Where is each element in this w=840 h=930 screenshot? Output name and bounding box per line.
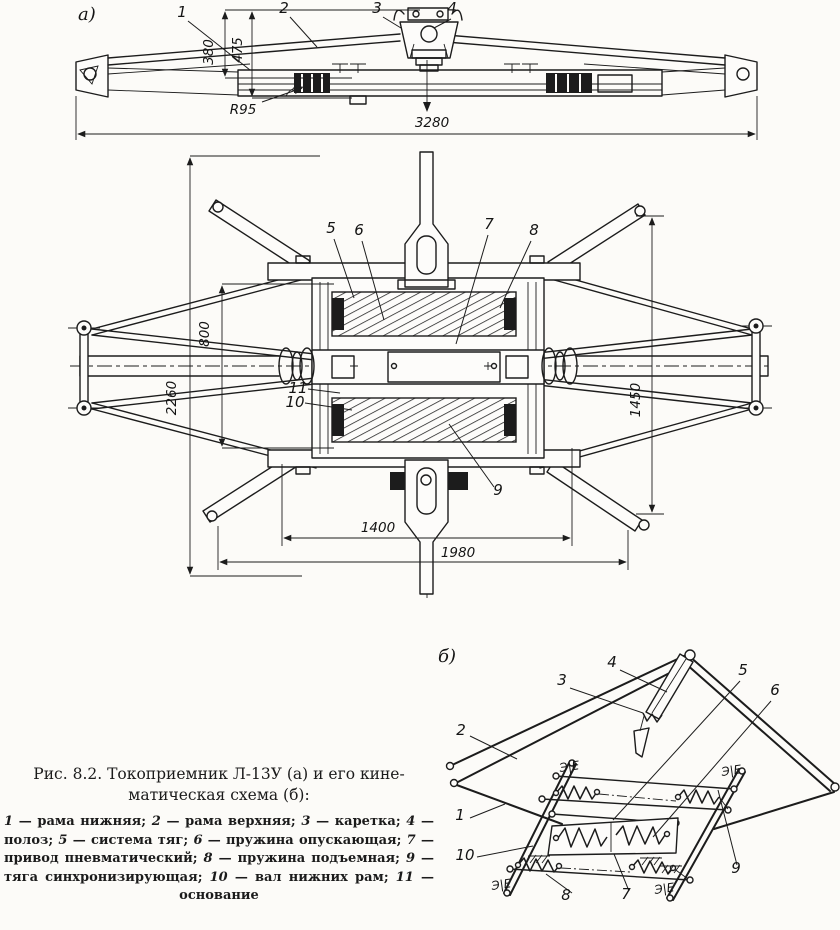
- callout-label-2: 2: [456, 721, 466, 739]
- callout-leader: [187, 20, 251, 71]
- callout-label-5: 5: [738, 661, 748, 679]
- callout-leader: [289, 16, 318, 48]
- figure-legend: 1 — рама нижняя; 2 — рама верхняя; 3 — к…: [4, 814, 435, 904]
- callout-leader: [619, 669, 668, 693]
- joint-mark: Э|Е: [489, 876, 512, 893]
- callout-label-6: 6: [354, 221, 364, 239]
- callout-label-2: 2: [279, 0, 289, 17]
- callout-label-3: 3: [557, 671, 567, 689]
- joint-mark: Э|Е: [557, 758, 580, 775]
- legend-item-num: 9: [405, 851, 415, 867]
- legend-item-num: 1: [4, 814, 14, 829]
- legend-item-num: 11: [395, 869, 414, 885]
- legend-item-num: 10: [209, 869, 228, 885]
- callout-label-8: 8: [529, 221, 539, 239]
- callout-label-8: 8: [561, 886, 571, 904]
- dimension-label: R95: [230, 102, 257, 118]
- callout-leader: [333, 238, 355, 299]
- callout-label-4: 4: [607, 653, 617, 671]
- callout-label-4: 4: [447, 0, 457, 17]
- dimension-label: 380: [201, 39, 217, 65]
- callout-leader: [304, 402, 353, 411]
- legend-item-num: 6: [193, 832, 203, 848]
- figure-title-line-2: матическая схема (б):: [128, 786, 310, 804]
- dimension-label: 800: [197, 321, 213, 347]
- dimension-label: 1980: [441, 545, 475, 561]
- legend-item-num: 5: [58, 832, 68, 848]
- callout-leader: [307, 388, 341, 394]
- dimension-label: 1400: [361, 520, 395, 536]
- joint-mark: Э|Е: [719, 762, 742, 779]
- callout-leader: [469, 803, 506, 819]
- figure-caption: Рис. 8.2. Токоприемник Л-13У (а) и его к…: [2, 764, 436, 906]
- callout-leader: [613, 853, 630, 892]
- callout-label-7: 7: [621, 885, 631, 903]
- dimension-label: 1450: [628, 383, 644, 417]
- callout-label-9: 9: [731, 859, 741, 877]
- plan-view-drawing: [68, 151, 772, 598]
- legend-item-num: 2: [151, 814, 161, 829]
- callout-leader: [545, 873, 573, 894]
- callout-leader: [612, 680, 741, 821]
- callout-label-11: 11: [288, 379, 307, 397]
- callout-leader: [455, 234, 489, 345]
- figure-title-line-1: Рис. 8.2. Токоприемник Л-13У (а) и его к…: [33, 765, 405, 783]
- scheme-drawing: [445, 649, 840, 902]
- callout-label-5: 5: [326, 219, 336, 237]
- side-view-label: а): [78, 4, 96, 25]
- dimension-label: 3280: [415, 115, 449, 131]
- callout-label-10: 10: [285, 393, 304, 411]
- callout-label-7: 7: [484, 215, 494, 233]
- callout-leader: [448, 423, 495, 488]
- callout-leader: [499, 240, 532, 309]
- callout-label-1: 1: [455, 806, 465, 824]
- callout-leader: [476, 845, 534, 858]
- dimension-label: 2260: [164, 381, 180, 415]
- callout-label-6: 6: [770, 681, 780, 699]
- callout-leader: [433, 18, 452, 29]
- callout-leader: [717, 789, 738, 866]
- callout-label-3: 3: [372, 0, 382, 17]
- callout-label-10: 10: [455, 846, 474, 864]
- legend-item-num: 7: [406, 832, 416, 848]
- scheme-view-label: б): [438, 646, 456, 667]
- legend-item-num: 3: [301, 814, 311, 829]
- dimension-label: 475: [230, 37, 246, 63]
- callout-leader: [382, 16, 402, 29]
- callout-leader: [569, 687, 644, 714]
- callout-leader: [361, 240, 385, 321]
- legend-item-num: 4: [406, 814, 416, 829]
- callout-leader: [652, 700, 772, 838]
- callout-leader: [469, 735, 518, 760]
- legend-item-num: 8: [203, 851, 213, 867]
- callout-label-1: 1: [177, 3, 187, 21]
- callout-label-9: 9: [493, 481, 503, 499]
- side-view-drawing: [75, 7, 758, 140]
- joint-mark: Э|Е: [652, 880, 675, 897]
